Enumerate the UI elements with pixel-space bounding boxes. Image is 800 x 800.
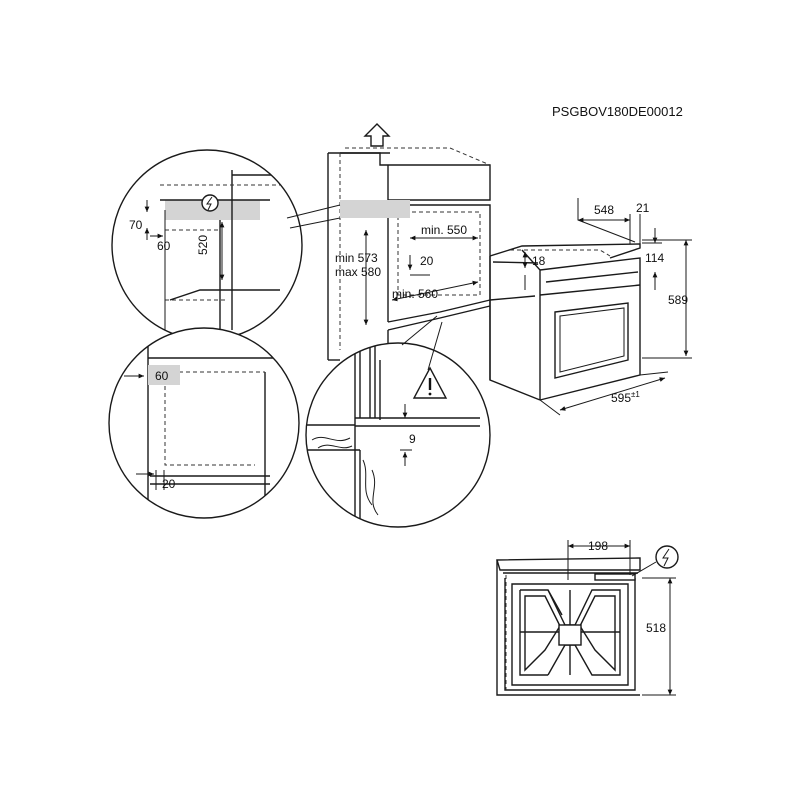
warning-icon <box>412 366 448 399</box>
dim-520: 520 <box>196 235 210 255</box>
dim-max-580: max 580 <box>335 265 381 279</box>
dim-18: 18 <box>532 254 546 268</box>
dim-70: 70 <box>129 218 143 232</box>
dim-518: 518 <box>646 621 666 635</box>
dim-min-550: min. 550 <box>421 223 467 237</box>
oven-drawing: 548 21 114 18 589 595±1 <box>489 198 692 416</box>
dim-589: 589 <box>668 293 688 307</box>
dim-60-ventilation: 60 <box>155 369 169 383</box>
power-icon-top <box>655 545 679 569</box>
detail-circle-power: 70 60 520 <box>111 149 341 341</box>
dim-20-cabinet: 20 <box>420 254 434 268</box>
dim-595-value: 595 <box>611 391 631 405</box>
document-code: PSGBOV180DE00012 <box>552 104 683 119</box>
dim-60-detail: 60 <box>157 239 171 253</box>
dim-595: 595±1 <box>611 390 640 405</box>
detail-circle-ventilation: 60 20 <box>108 327 300 519</box>
detail-circle-gap: 9 <box>305 315 491 528</box>
oven-top-view: 198 518 <box>496 539 679 696</box>
arrow-up-icon <box>363 123 391 147</box>
dim-min-560: min. 560 <box>392 287 438 301</box>
dim-9: 9 <box>409 432 416 446</box>
dim-595-tolerance: ±1 <box>631 390 640 399</box>
dim-114: 114 <box>645 251 664 265</box>
power-icon <box>201 194 219 212</box>
dim-198: 198 <box>588 539 608 553</box>
dim-min-573: min 573 <box>335 251 378 265</box>
dim-21: 21 <box>636 201 650 215</box>
dim-548: 548 <box>594 203 614 217</box>
dim-20-ventilation: 20 <box>162 477 176 491</box>
